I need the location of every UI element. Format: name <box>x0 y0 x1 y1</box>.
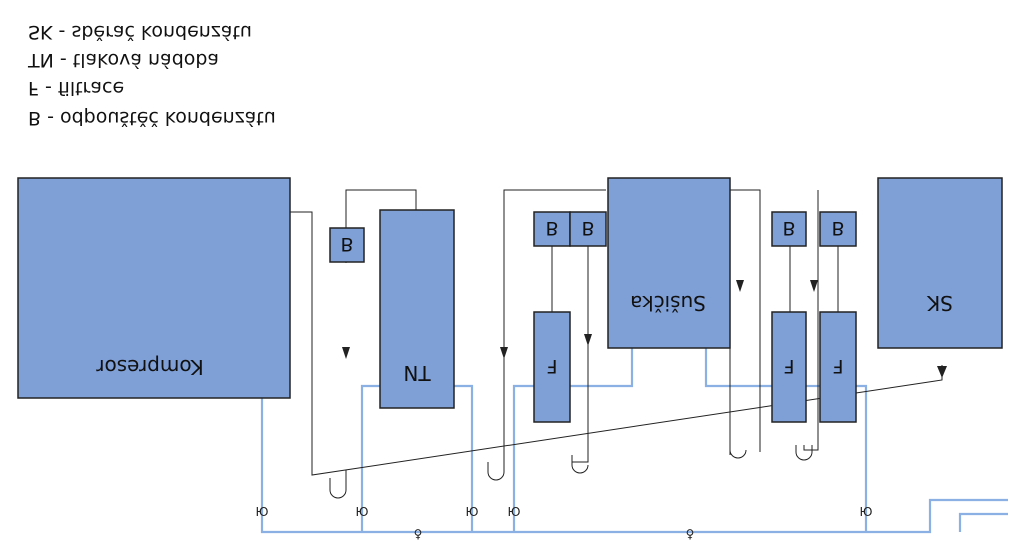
ball-valve-2: Ю <box>356 505 369 519</box>
drain-2-label: B <box>545 217 558 239</box>
dryer-inlet-pipe <box>570 348 634 388</box>
dryer-drain-arrow-2 <box>736 280 744 292</box>
compressor-label: Kompresor <box>95 355 203 379</box>
pressure-tank-label: TN <box>403 361 431 385</box>
legend: SK - sběrač kondenzátu TN - tlaková nádo… <box>27 21 276 129</box>
pressure-gauge-2: ♀ <box>686 527 695 541</box>
drain-3-label: B <box>581 217 594 239</box>
drain-1-label: B <box>340 233 353 255</box>
drain-5 <box>819 211 857 247</box>
condensate-collector-unit <box>877 177 1003 349</box>
units: Kompresor TN Sušička SK <box>17 177 1003 409</box>
ball-valve-1: Ю <box>256 505 269 519</box>
outlet-air-line <box>958 512 1008 532</box>
drain-5-label: B <box>831 217 844 239</box>
filter-1-inlet-pipe <box>512 384 536 532</box>
filter-3-label: F <box>833 355 844 377</box>
filter-2-label: F <box>784 355 795 377</box>
tank-drain-line <box>345 189 417 263</box>
legend-tn: TN - tlaková nádoba <box>27 49 219 71</box>
filter-2 <box>771 311 807 423</box>
drain-lines <box>290 189 947 499</box>
collector-arrow <box>937 366 947 378</box>
air-pipes <box>260 348 1008 534</box>
drain-3 <box>569 211 607 247</box>
filter-4-drain-arrow <box>810 280 818 292</box>
drain-4 <box>771 211 807 247</box>
condensate-drains: B B B B B <box>329 211 857 263</box>
dryer-drain-loop-1 <box>487 462 505 481</box>
dryer-drain-line-1 <box>503 189 606 465</box>
ball-valve-5: Ю <box>860 505 873 519</box>
filter-2-drain-arrow <box>584 334 592 346</box>
drain-1 <box>329 227 365 263</box>
filter-4-drain-loop <box>795 445 813 461</box>
tank-drain-loop <box>329 470 347 499</box>
legend-sk: SK - sběrač kondenzátu <box>28 21 252 43</box>
filter-3 <box>819 311 857 423</box>
pressure-gauge-1: ♀ <box>414 527 423 541</box>
dryer-label: Sušička <box>630 291 706 315</box>
dryer-outlet-pipe <box>704 348 772 388</box>
filter-1 <box>533 311 571 423</box>
filter-2-drain-line <box>572 246 589 463</box>
legend-f: F - filtrace <box>28 77 124 99</box>
dryer-drain-loop-2 <box>729 449 747 459</box>
filters: F F F <box>533 311 857 423</box>
compressor-unit <box>17 177 291 399</box>
tank-inlet-pipe <box>360 384 382 532</box>
filter-1-label: F <box>547 355 558 377</box>
pressure-tank-unit <box>379 209 455 409</box>
dryer-drain-arrow-1 <box>500 347 508 359</box>
main-air-line <box>260 398 1008 534</box>
drain-4-label: B <box>782 217 795 239</box>
legend-b: B - odpouštěč kondenzátu <box>28 107 276 129</box>
dryer-unit <box>607 177 731 349</box>
ball-valve-3: Ю <box>466 505 479 519</box>
ball-valve-4: Ю <box>508 505 521 519</box>
tank-outlet-pipe <box>452 384 474 532</box>
tank-drain-arrow <box>342 347 350 359</box>
condensate-collector-label: SK <box>926 291 953 315</box>
valves: Ю Ю Ю Ю Ю ♀ ♀ <box>256 505 873 541</box>
filter-4-drain-line <box>803 190 819 451</box>
filter-2-drain-loop <box>571 455 589 474</box>
filter-3-outlet-pipe <box>856 384 868 532</box>
dryer-drain-line-2 <box>729 189 761 455</box>
